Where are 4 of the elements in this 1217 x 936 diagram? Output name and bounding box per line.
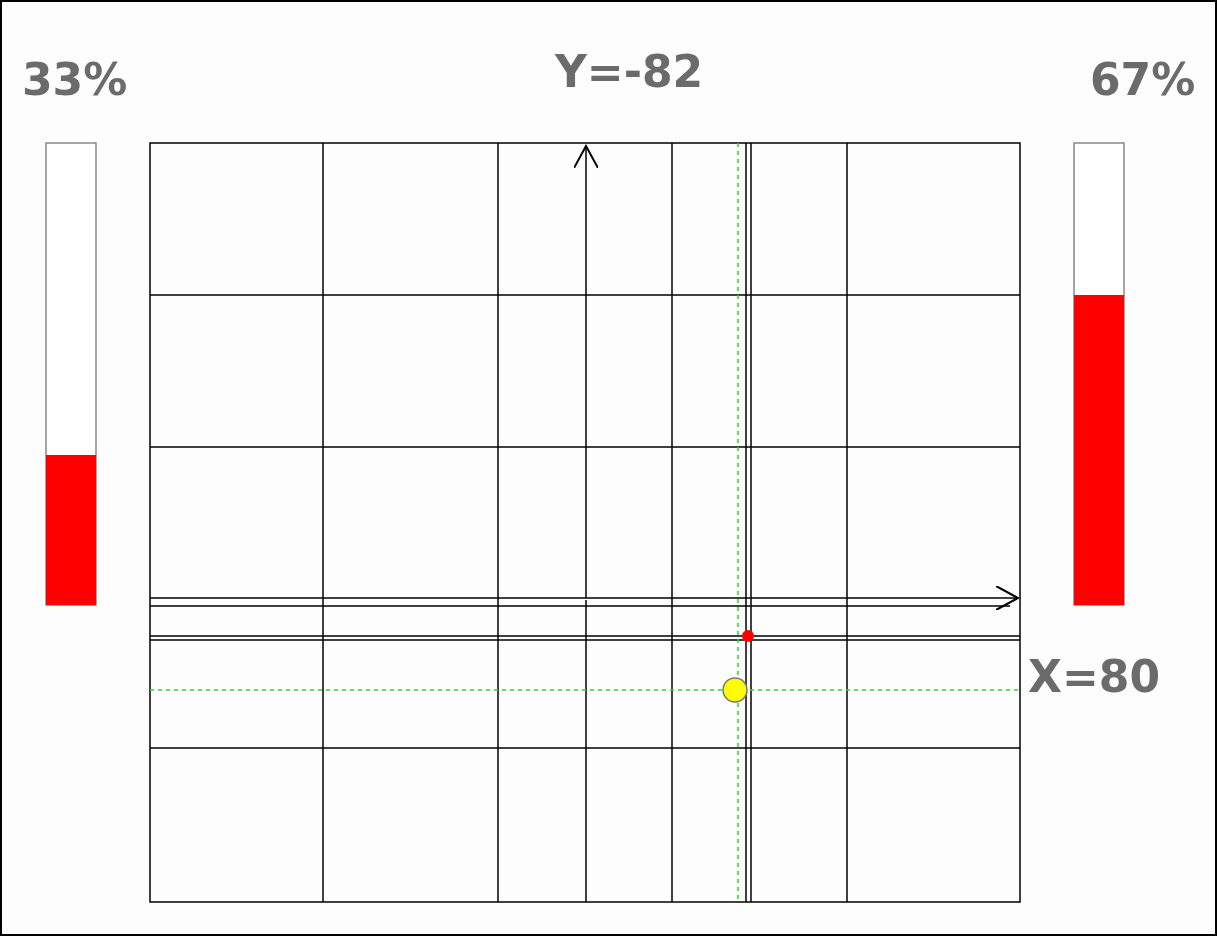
percent-label: 33% [22, 58, 128, 102]
x-value-label: X=80 [1028, 655, 1161, 699]
percent-label: 67% [1090, 58, 1196, 102]
y-value-label: Y=-82 [555, 50, 704, 94]
